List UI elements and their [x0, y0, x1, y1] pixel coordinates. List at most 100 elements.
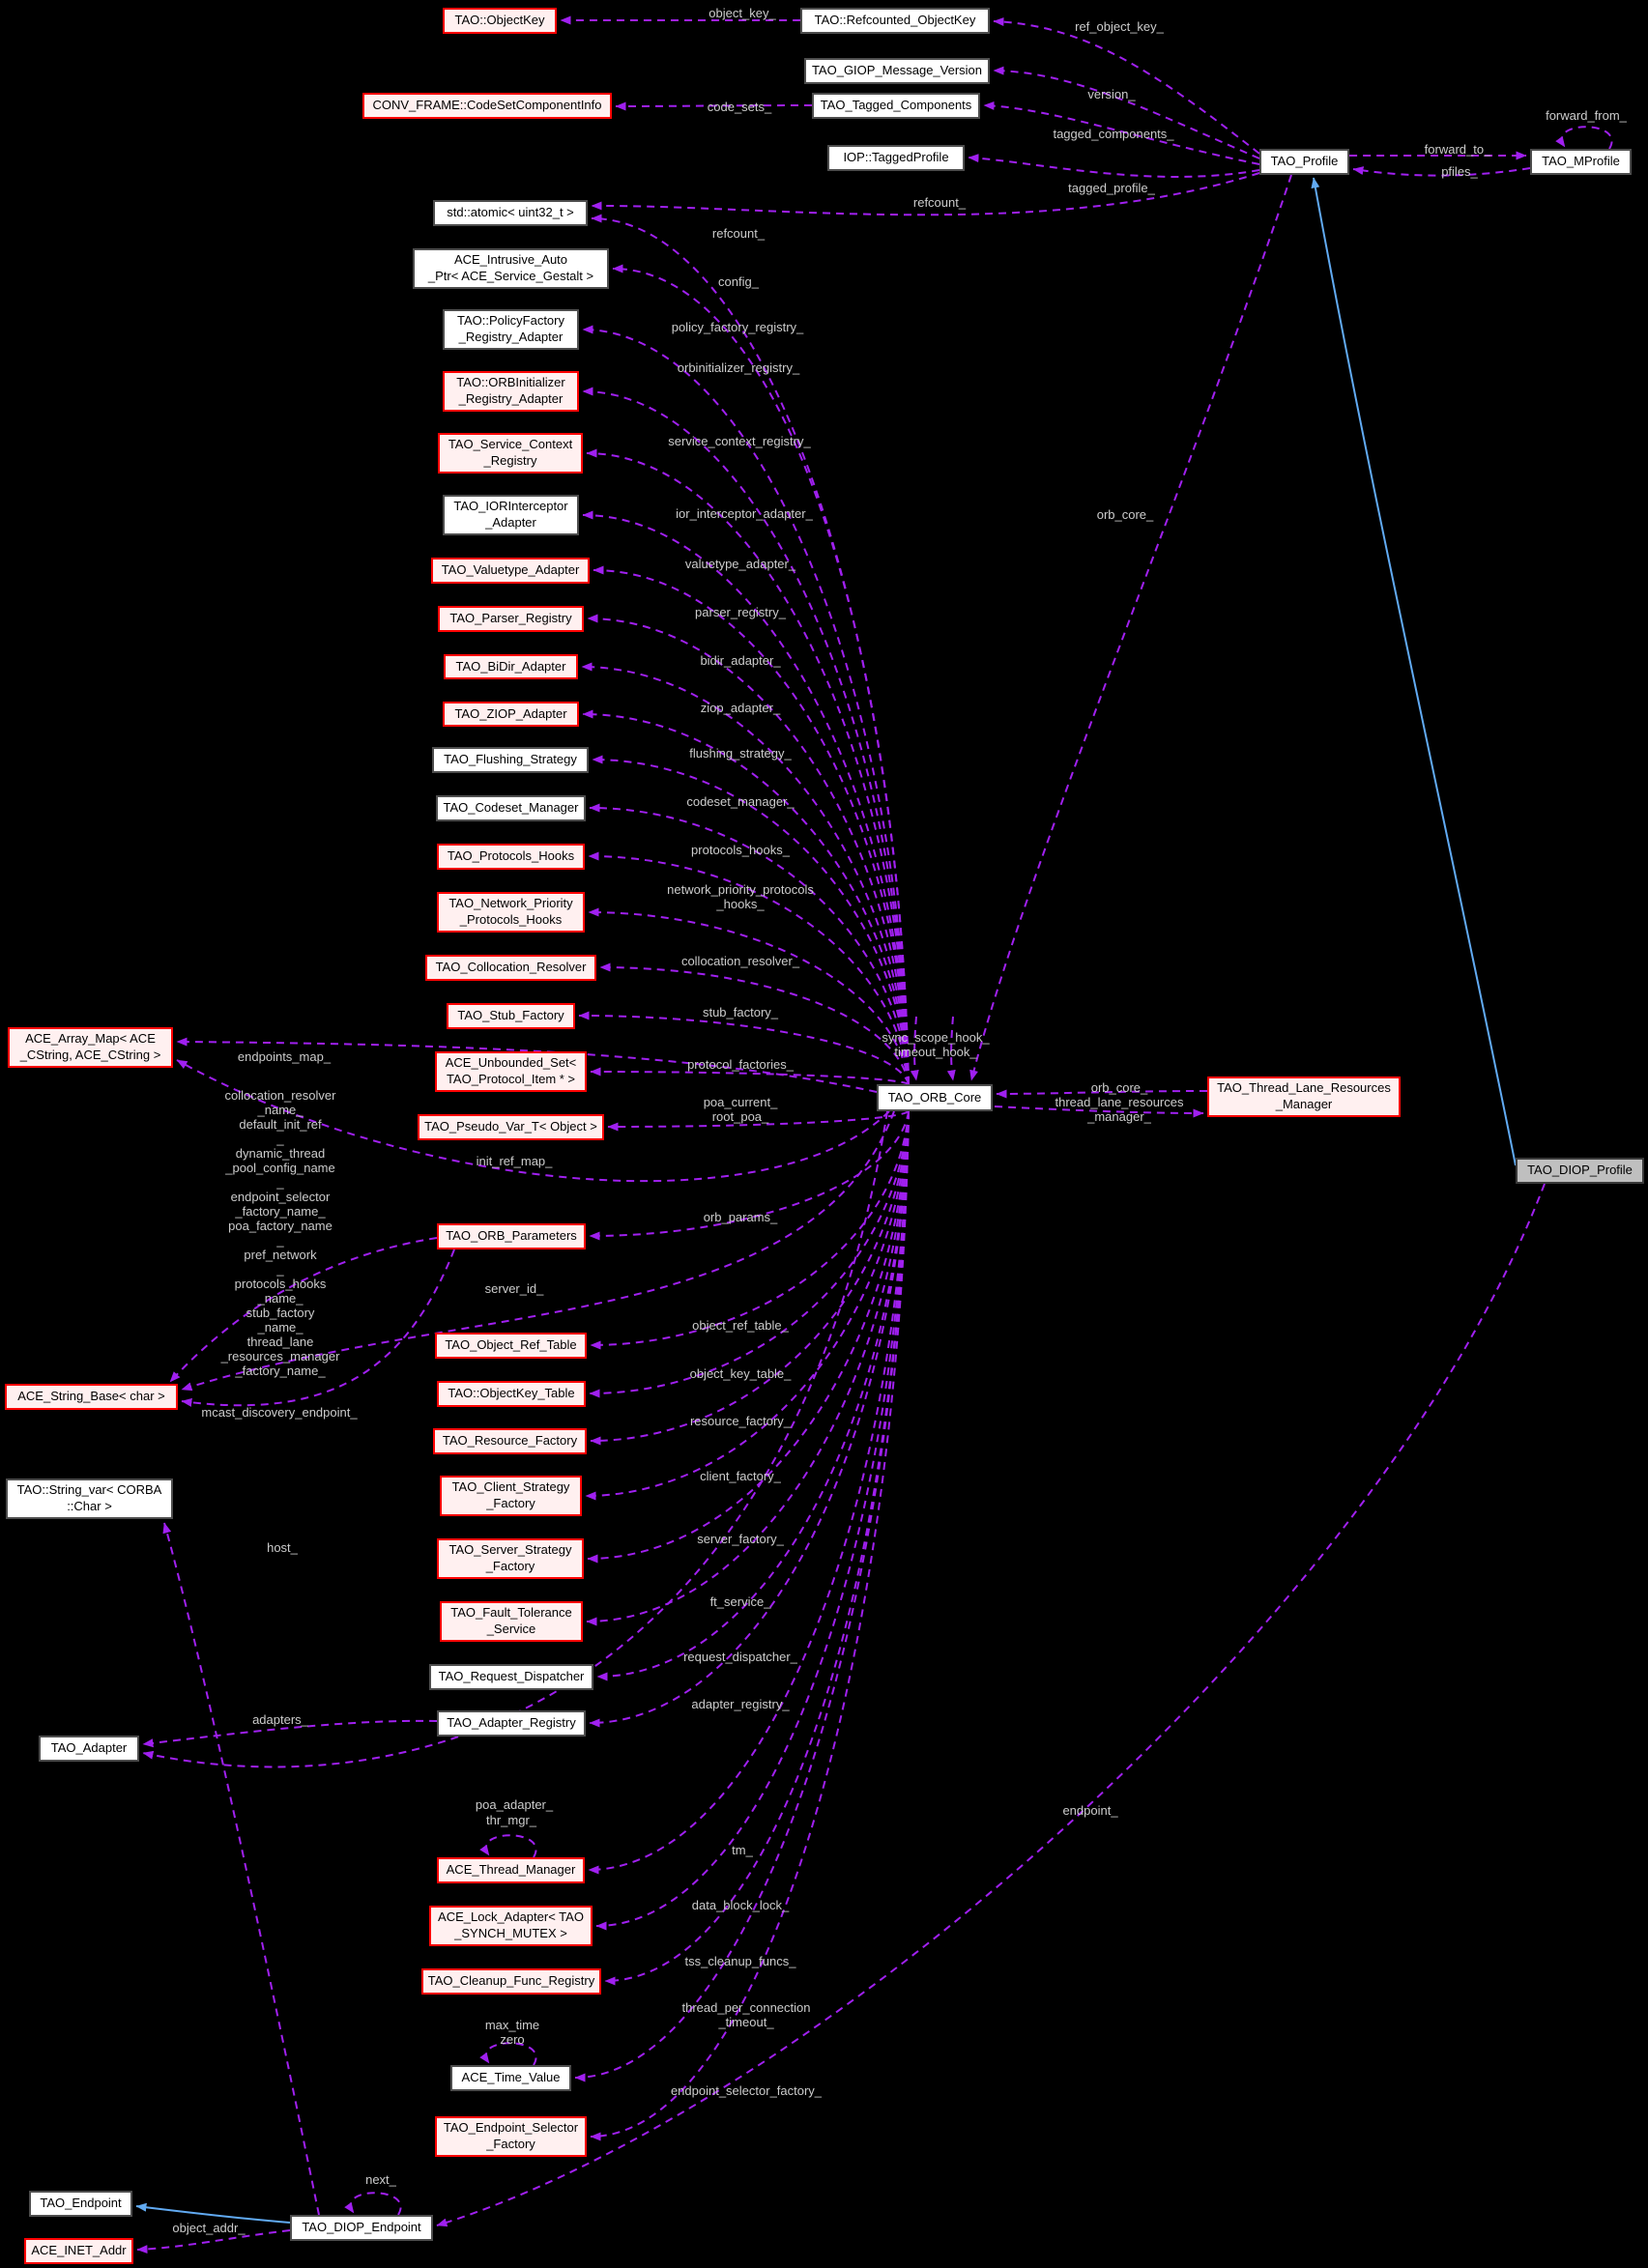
edge — [578, 1011, 910, 1085]
node-giop_ver[interactable]: TAO_GIOP_Message_Version — [804, 58, 990, 84]
node-string_var[interactable]: TAO::String_var< CORBA ::Char > — [6, 1479, 173, 1519]
edge-label: server_factory_ — [697, 1532, 784, 1546]
node-valuetype[interactable]: TAO_Valuetype_Adapter — [431, 558, 590, 584]
node-client_strat[interactable]: TAO_Client_Strategy _Factory — [440, 1476, 582, 1516]
node-refcounted[interactable]: TAO::Refcounted_ObjectKey — [800, 8, 990, 34]
node-stub_fac[interactable]: TAO_Stub_Factory — [447, 1003, 575, 1029]
edge — [910, 1016, 919, 1081]
edge-label: stub_factory_ — [703, 1005, 779, 1019]
node-tao_adapter[interactable]: TAO_Adapter — [39, 1736, 139, 1762]
node-net_prio[interactable]: TAO_Network_Priority _Protocols_Hooks — [437, 892, 585, 933]
edge-label: adapters_ — [252, 1712, 309, 1727]
edge-label: policy_factory_registry_ — [672, 320, 804, 334]
edge-label: orbinitializer_registry_ — [678, 360, 800, 375]
node-bidir[interactable]: TAO_BiDir_Adapter — [444, 654, 578, 679]
node-objkey_table[interactable]: TAO::ObjectKey_Table — [437, 1381, 586, 1407]
node-ziop[interactable]: TAO_ZIOP_Adapter — [443, 702, 579, 727]
node-tlrm[interactable]: TAO_Thread_Lane_Resources _Manager — [1207, 1077, 1401, 1117]
edge-label: tagged_components_ — [1053, 127, 1174, 141]
node-diop_profile[interactable]: TAO_DIOP_Profile — [1516, 1158, 1644, 1184]
node-objectkey[interactable]: TAO::ObjectKey — [443, 8, 557, 34]
edge — [612, 264, 910, 1085]
node-codesetinfo[interactable]: CONV_FRAME::CodeSetComponentInfo — [362, 93, 612, 119]
edge — [588, 1110, 910, 1875]
edge — [969, 174, 1292, 1081]
edge-label: client_factory_ — [700, 1469, 782, 1483]
node-ep_sel_fac[interactable]: TAO_Endpoint_Selector _Factory — [435, 2116, 587, 2157]
edge-label: protocols_hooks_ — [691, 843, 791, 857]
edge-label: orb_params_ — [704, 1210, 778, 1224]
edge — [595, 1110, 910, 1931]
edge — [968, 154, 1260, 178]
edge-label: parser_registry_ — [695, 605, 787, 619]
node-string_base[interactable]: ACE_String_Base< char > — [5, 1384, 178, 1410]
node-tao_endpoint[interactable]: TAO_Endpoint — [29, 2191, 132, 2217]
node-flushing[interactable]: TAO_Flushing_Strategy — [432, 747, 589, 773]
edge-label: config_ — [718, 274, 760, 289]
node-tao_profile[interactable]: TAO_Profile — [1259, 149, 1349, 175]
edge — [574, 1110, 910, 2082]
edge — [590, 1110, 910, 1446]
node-parser[interactable]: TAO_Parser_Registry — [438, 606, 584, 632]
node-svc_ctx[interactable]: TAO_Service_Context _Registry — [438, 433, 583, 474]
edge — [590, 1110, 910, 2141]
node-thread_mgr[interactable]: ACE_Thread_Manager — [437, 1857, 585, 1883]
edge — [591, 172, 1260, 216]
node-ior_int[interactable]: TAO_IORInterceptor _Adapter — [443, 495, 579, 535]
edge — [590, 1067, 910, 1085]
node-pseudo_var[interactable]: TAO_Pseudo_Var_T< Object > — [418, 1114, 604, 1140]
edge — [344, 2192, 402, 2216]
node-inet_addr[interactable]: ACE_INET_Addr — [24, 2238, 133, 2264]
edge-label: ziop_adapter_ — [701, 701, 781, 715]
edge-label: ior_interceptor_adapter_ — [676, 506, 813, 521]
edge-label: poa_adapter_ — [476, 1797, 554, 1812]
edge — [479, 1834, 537, 1858]
node-colloc[interactable]: TAO_Collocation_Resolver — [425, 955, 596, 981]
edge — [587, 1110, 910, 1564]
node-atomic[interactable]: std::atomic< uint32_t > — [433, 200, 588, 226]
edge — [181, 1110, 895, 1392]
edge-label: version_ — [1087, 87, 1136, 101]
edge-label: flushing_strategy_ — [689, 746, 792, 761]
node-req_disp[interactable]: TAO_Request_Dispatcher — [429, 1664, 593, 1690]
node-cleanup[interactable]: TAO_Cleanup_Func_Registry — [421, 1968, 601, 1995]
node-resource_fac[interactable]: TAO_Resource_Factory — [433, 1428, 587, 1454]
edge — [604, 1110, 910, 1986]
node-obj_ref_table[interactable]: TAO_Object_Ref_Table — [435, 1333, 587, 1359]
node-iop_tagged[interactable]: IOP::TaggedProfile — [827, 145, 965, 171]
edge-label: tm_ — [732, 1843, 753, 1857]
edge-label: tagged_profile_ — [1068, 181, 1155, 195]
node-adapter_reg[interactable]: TAO_Adapter_Registry — [437, 1710, 586, 1737]
edge — [592, 755, 910, 1085]
node-orb_core[interactable]: TAO_ORB_Core — [877, 1084, 993, 1111]
edge — [582, 510, 910, 1085]
node-orb_params[interactable]: TAO_ORB_Parameters — [437, 1223, 586, 1249]
node-time_value[interactable]: ACE_Time_Value — [450, 2065, 571, 2091]
edge-label: mcast_discovery_endpoint_ — [201, 1405, 358, 1420]
node-codeset_mgr[interactable]: TAO_Codeset_Manager — [436, 795, 586, 821]
edge — [436, 1183, 1546, 2227]
node-unbounded[interactable]: ACE_Unbounded_Set< TAO_Protocol_Item * > — [435, 1051, 587, 1092]
edge — [599, 962, 910, 1085]
edge-label: endpoint_ — [1062, 1803, 1118, 1818]
node-protocols_hooks[interactable]: TAO_Protocols_Hooks — [437, 844, 585, 870]
node-orbinit[interactable]: TAO::ORBInitializer _Registry_Adapter — [443, 371, 579, 412]
node-array_map[interactable]: ACE_Array_Map< ACE _CString, ACE_CString… — [8, 1027, 173, 1068]
node-fault_tol[interactable]: TAO_Fault_Tolerance _Service — [440, 1601, 583, 1642]
edge-label: collocation_resolver_name_default_init_r… — [220, 1088, 341, 1378]
edge-label: object_addr_ — [172, 2221, 246, 2235]
edge — [996, 1089, 1208, 1099]
node-server_strat[interactable]: TAO_Server_Strategy _Factory — [437, 1538, 584, 1579]
edge-label: forward_from_ — [1546, 108, 1628, 123]
edge-label: ref_object_key_ — [1075, 19, 1165, 34]
node-tagged_comp[interactable]: TAO_Tagged_Components — [812, 93, 980, 119]
node-tao_mprofile[interactable]: TAO_MProfile — [1530, 149, 1632, 175]
node-diop_endpoint[interactable]: TAO_DIOP_Endpoint — [290, 2215, 433, 2241]
node-intrusive[interactable]: ACE_Intrusive_Auto _Ptr< ACE_Service_Ges… — [413, 248, 609, 289]
node-lock_adapter[interactable]: ACE_Lock_Adapter< TAO _SYNCH_MUTEX > — [429, 1906, 593, 1946]
node-policyfactory[interactable]: TAO::PolicyFactory _Registry_Adapter — [443, 309, 579, 350]
edge — [586, 448, 910, 1085]
